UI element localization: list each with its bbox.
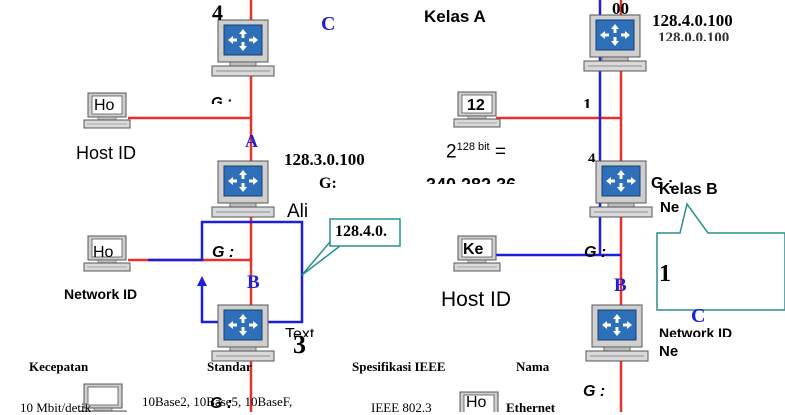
- label-ne-right-lower: Ne: [659, 343, 679, 360]
- label-one-right-top: 1: [583, 96, 592, 108]
- power-equals: =: [494, 141, 506, 163]
- callout-text: 128.4.0.: [335, 223, 387, 240]
- label-partial-digits: 340.282.36: [426, 176, 516, 184]
- label-three: 3: [293, 330, 306, 359]
- host-box-label-left: Ho: [94, 97, 115, 114]
- label-a: A: [245, 131, 258, 151]
- label-top-c: C: [321, 13, 336, 35]
- label-ali: Ali: [287, 201, 309, 222]
- label-kelas-a: Kelas A: [424, 7, 486, 26]
- power-base: 2: [446, 141, 457, 163]
- box-12-label: 12: [467, 97, 485, 114]
- router-icon-bottom-right: [585, 304, 649, 362]
- label-text-ghost: Text: [285, 327, 315, 337]
- blue-route-left: [148, 220, 304, 324]
- table-header-kecepatan: Kecepatan: [29, 359, 89, 374]
- label-ne-right: Ne: [660, 199, 680, 216]
- label-network-id-left: Network ID: [64, 286, 138, 302]
- label-g-top-left: G :: [211, 95, 232, 104]
- label-b-right: B: [614, 275, 627, 296]
- table-cell-g: G :: [210, 395, 233, 412]
- label-g-mid-left: G:: [319, 175, 337, 192]
- router-icon-bottom-left: [211, 304, 275, 362]
- router-icon-top-right: [583, 14, 647, 72]
- label-b-left: B: [247, 272, 260, 293]
- label-ip-128-3: 128.3.0.100: [284, 150, 365, 169]
- host-box-label-bottom-right: Ho: [466, 394, 487, 411]
- label-four-right: 4: [588, 152, 596, 162]
- label-top-four: 4: [212, 0, 223, 25]
- label-kelas-b: Kelas B: [659, 182, 718, 196]
- table-cell-ethernet: Ethernet: [506, 400, 556, 415]
- label-c-right: C: [691, 305, 706, 327]
- label-g-right-bottom: G :: [583, 383, 606, 400]
- blue-route-arrowhead: [197, 276, 207, 286]
- label-host-id-left: Host ID: [76, 143, 137, 163]
- callout-right-box: [656, 202, 785, 311]
- label-g-right-lower: G :: [584, 244, 607, 261]
- label-top-00: 00: [612, 0, 629, 18]
- table-cell-speed: 10 Mbit/detik: [20, 400, 92, 415]
- label-ip-128-0: 128.0.0.100: [658, 31, 730, 41]
- callout-box: [329, 218, 401, 247]
- label-g-lower-left: G :: [212, 244, 235, 261]
- table-cell-standar: 10Base2, 10Base5, 10BaseF,: [142, 394, 293, 409]
- label-ip-128-4: 128.4.0.100: [652, 11, 733, 30]
- table-header-spesifikasi: Spesifikasi IEEE: [352, 359, 446, 374]
- label-g-right-mid: G :: [651, 175, 674, 192]
- host-box-label-right: Ke: [463, 241, 484, 258]
- table-header-standar: Standar: [207, 359, 252, 374]
- router-icon-mid-left: [211, 160, 275, 218]
- host-box-label-mid-left: Ho: [93, 244, 114, 261]
- label-host-id-right: Host ID: [441, 288, 512, 311]
- router-icon-mid-right: [589, 160, 653, 218]
- table-cell-ieee: IEEE 802.3: [371, 400, 432, 415]
- label-one-big: 1: [659, 261, 671, 287]
- power-expression: 2128 bit =: [446, 141, 506, 163]
- label-network-id-right: Network ID: [659, 326, 733, 337]
- power-exponent: 128 bit: [456, 141, 490, 153]
- table-header-nama: Nama: [516, 359, 550, 374]
- router-icon-top-left: [211, 19, 275, 77]
